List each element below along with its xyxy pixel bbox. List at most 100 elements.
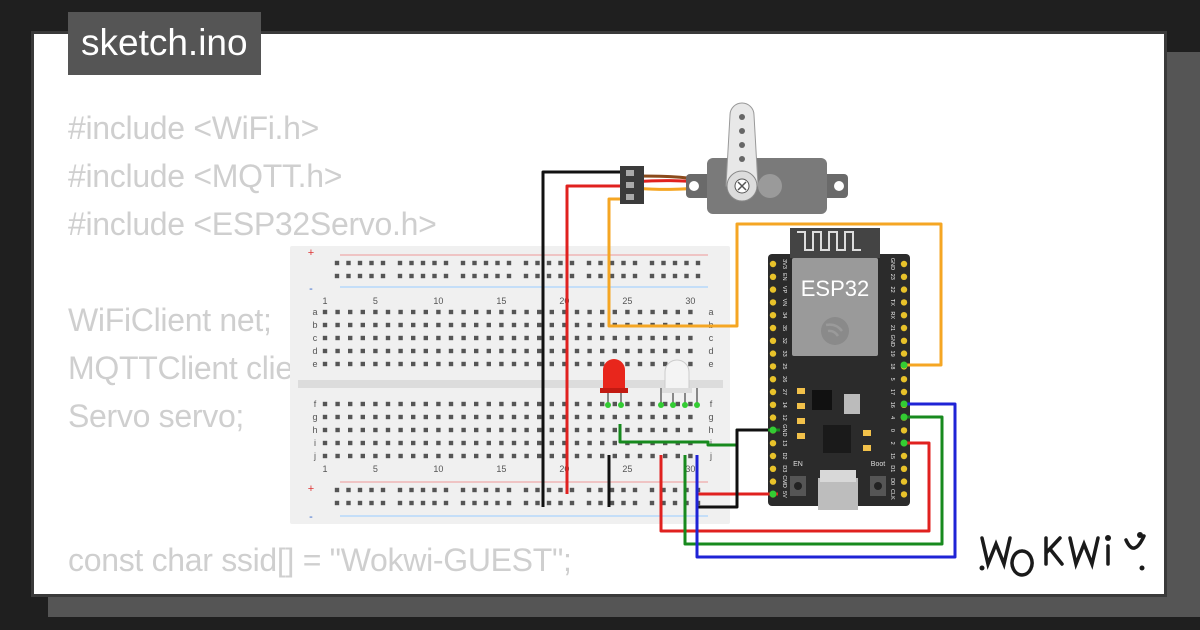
column-number: 1 [322, 296, 327, 306]
usb-chip [823, 425, 851, 453]
column-number: 25 [622, 296, 632, 306]
rgb-led[interactable] [658, 359, 700, 408]
wire-red-led [659, 441, 931, 533]
esp32-pin[interactable] [900, 273, 908, 280]
esp32-pin-label: D1 [889, 465, 895, 472]
esp32-board[interactable]: 3V3ENVPVN343532332526271412GND13D2D3CMD5… [768, 228, 910, 510]
esp32-pin[interactable] [900, 350, 908, 357]
column-number: 10 [433, 296, 443, 306]
esp32-pin[interactable] [900, 337, 908, 344]
esp32-pin-label: 32 [781, 338, 787, 344]
esp32-connection-points [769, 361, 908, 498]
esp32-pin[interactable] [900, 452, 908, 460]
esp32-pin-label: D0 [889, 478, 895, 485]
code-line: const char pass[] = ""; [68, 584, 572, 594]
esp32-pin-label: 34 [781, 312, 787, 318]
wire-servo-vcc [565, 184, 626, 494]
column-number: 20 [559, 464, 569, 474]
esp32-pin[interactable] [900, 388, 908, 396]
code-line: WiFiClient net; [68, 302, 272, 338]
esp32-pin[interactable] [769, 478, 777, 485]
code-line: MQTTClient client; [68, 350, 328, 386]
esp32-pin[interactable] [769, 388, 777, 396]
esp32-pin[interactable] [769, 376, 777, 383]
esp32-pin-label: GND [889, 335, 895, 347]
esp32-pin[interactable] [769, 324, 777, 332]
esp32-pin-label: 4 [889, 416, 895, 419]
esp32-pin[interactable] [769, 337, 777, 344]
code-line: #include <ESP32Servo.h> [68, 206, 437, 242]
esp32-pin[interactable] [900, 376, 908, 383]
esp32-pin-label: CLK [889, 489, 895, 500]
esp32-pin-label: 22 [889, 287, 895, 293]
esp32-pin-label: VN [781, 299, 787, 307]
row-letter: a [312, 307, 317, 317]
esp32-pin[interactable] [900, 260, 908, 268]
en-button-label: EN [793, 461, 803, 468]
esp32-pin[interactable] [769, 363, 777, 370]
esp32-pin[interactable] [769, 414, 777, 421]
esp32-pin-label: RX [889, 311, 895, 319]
esp32-pin[interactable] [769, 465, 777, 472]
row-letter: g [312, 412, 317, 422]
row-letter: e [708, 359, 713, 369]
red-led[interactable] [600, 359, 628, 408]
rail-plus: + [308, 483, 314, 495]
esp32-pin[interactable] [769, 452, 777, 460]
row-letter: f [710, 399, 713, 409]
esp32-pin-label: 17 [889, 389, 895, 395]
wire-rgb-green [683, 415, 944, 546]
esp32-pin-label: 18 [889, 363, 895, 369]
antenna-trace [797, 231, 861, 251]
row-letter: h [708, 425, 713, 435]
column-number: 10 [433, 464, 443, 474]
wires [541, 170, 957, 559]
row-letter: b [312, 320, 317, 330]
esp32-pin-label: 15 [889, 453, 895, 459]
esp32-pin[interactable] [900, 465, 908, 472]
row-letter: j [313, 451, 316, 461]
column-number: 5 [373, 296, 378, 306]
esp32-pin-label: TX [889, 299, 895, 306]
esp32-pin[interactable] [900, 478, 908, 485]
column-number: 30 [685, 464, 695, 474]
esp32-pin[interactable] [769, 286, 777, 293]
esp32-pin-label: 27 [781, 389, 787, 395]
esp32-pin[interactable] [900, 324, 908, 332]
code-preview: #include <WiFi.h>#include <MQTT.h>#inclu… [68, 104, 572, 594]
sketch-title: sketch.ino [68, 12, 261, 75]
esp32-pin[interactable] [900, 427, 908, 434]
esp32-pin-label: 3V3 [781, 259, 787, 269]
column-number: 25 [622, 464, 632, 474]
esp32-pin[interactable] [900, 299, 908, 306]
esp32-pin[interactable] [900, 312, 908, 319]
column-number: 5 [373, 464, 378, 474]
esp32-pin[interactable] [769, 273, 777, 280]
column-number: 15 [496, 464, 506, 474]
row-letter: i [314, 438, 316, 448]
esp32-pin-label: 2 [889, 442, 895, 445]
esp32-pin[interactable] [769, 299, 777, 306]
servo-motor[interactable] [620, 102, 848, 214]
row-letter: a [708, 307, 713, 317]
code-line: #include <WiFi.h> [68, 110, 320, 146]
esp32-pin[interactable] [900, 491, 908, 498]
esp32-pin-label: 14 [781, 402, 787, 408]
esp32-pin[interactable] [769, 350, 777, 357]
column-number: 1 [322, 464, 327, 474]
code-line: const char ssid[] = "Wokwi-GUEST"; [68, 542, 572, 578]
esp32-pin[interactable] [769, 440, 777, 447]
esp32-pin[interactable] [769, 401, 777, 408]
usb-port[interactable] [818, 478, 858, 510]
row-letter: f [314, 399, 317, 409]
esp32-pin[interactable] [769, 260, 777, 268]
row-letter: d [708, 346, 713, 356]
esp32-pin[interactable] [769, 312, 777, 319]
esp32-pin-label: 0 [889, 429, 895, 432]
esp32-pin-label: 21 [889, 325, 895, 331]
espressif-logo-icon [821, 317, 849, 345]
esp32-pin-label: 26 [781, 376, 787, 382]
esp32-pin[interactable] [900, 286, 908, 293]
wire-gnd-black [696, 428, 768, 509]
